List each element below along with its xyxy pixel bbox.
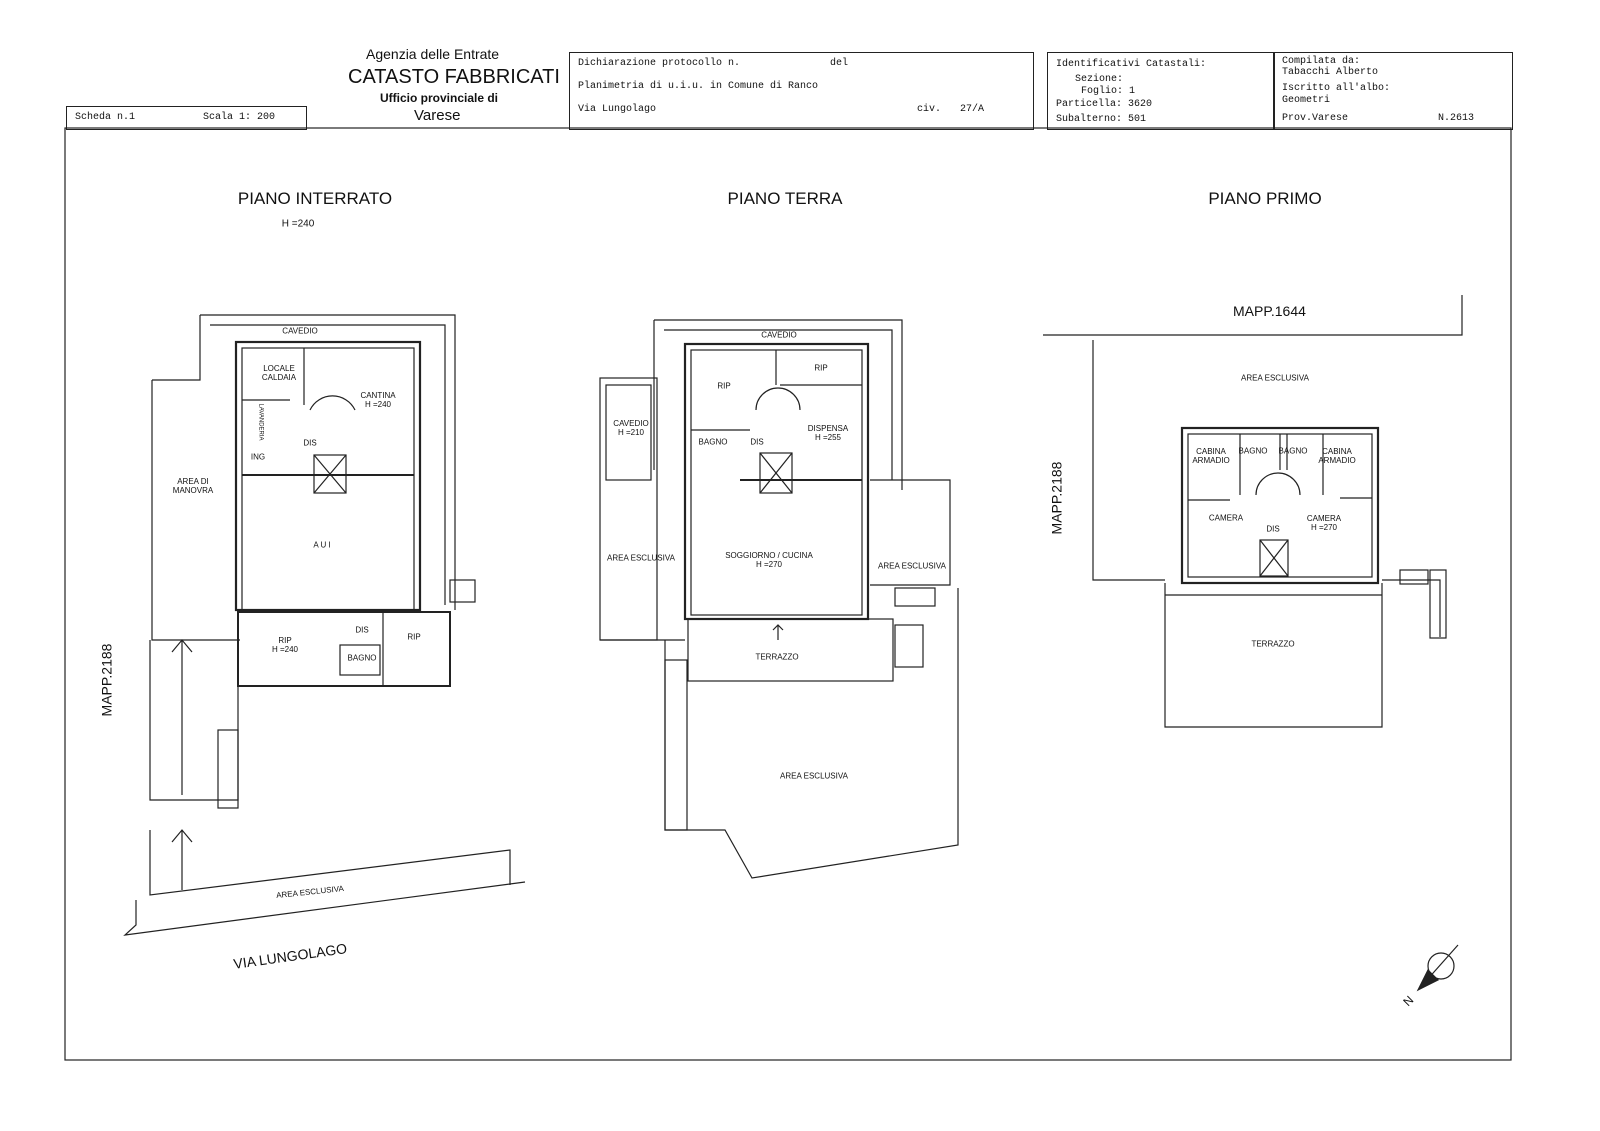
scheda-number: Scheda n.1 xyxy=(75,112,136,123)
room-label: DIS xyxy=(1266,524,1280,534)
room-label: AREA ESCLUSIVA xyxy=(607,553,675,563)
foglio: Foglio: 1 xyxy=(1081,86,1136,97)
room-label: DISPENSA H =255 xyxy=(807,424,849,442)
planimetria-label: Planimetria di u.i.u. in Comune di Ranco xyxy=(578,81,819,92)
room-label: AREA ESCLUSIVA xyxy=(878,561,946,571)
room-label: RIP xyxy=(717,381,731,391)
sezione: Sezione: xyxy=(1075,74,1124,85)
province-registry: Prov.Varese xyxy=(1282,113,1349,124)
document-title: CATASTO FABBRICATI xyxy=(348,66,560,88)
room-label: LOCALE CALDAIA xyxy=(261,364,297,382)
agency-name: Agenzia delle Entrate xyxy=(366,46,500,62)
room-label: DIS xyxy=(303,438,317,448)
province-label: Varese xyxy=(414,107,461,124)
plan-interrato xyxy=(123,314,526,936)
room-label: DIS xyxy=(355,625,369,635)
plan-terra xyxy=(599,319,959,879)
room-label: AREA ESCLUSIVA xyxy=(780,771,848,781)
room-label: SOGGIORNO / CUCINA H =270 xyxy=(725,551,813,569)
subalterno: Subalterno: 501 xyxy=(1056,114,1147,125)
mapp-label-interrato: MAPP.2188 xyxy=(98,643,115,717)
room-label: BAGNO xyxy=(1278,446,1308,456)
registry-number: N.2613 xyxy=(1438,113,1475,124)
declaration-date-label: del xyxy=(830,58,849,69)
sheet-border xyxy=(64,127,1512,1061)
declaration-protocol: Dichiarazione protocollo n. xyxy=(578,58,741,69)
plan-title-primo: PIANO PRIMO xyxy=(1208,189,1322,208)
room-label: ING xyxy=(250,452,266,462)
north-arrow-icon xyxy=(1416,944,1459,992)
room-label: CABINA ARMADIO xyxy=(1192,447,1230,465)
room-label: AREA ESCLUSIVA xyxy=(1241,373,1309,383)
civic-label: civ. xyxy=(917,104,942,115)
office-label: Ufficio provinciale di xyxy=(380,91,499,105)
scheda-box: Scheda n.1 Scala 1: 200 xyxy=(66,106,307,130)
room-label: RIP H =240 xyxy=(271,636,299,654)
room-label: CAVEDIO xyxy=(282,326,318,336)
author-name: Tabacchi Alberto xyxy=(1282,67,1379,78)
room-label: RIP xyxy=(407,632,421,642)
room-label: TERRAZZO xyxy=(755,652,799,662)
room-label: BAGNO xyxy=(347,653,377,663)
identificativi-label: Identificativi Catastali: xyxy=(1056,59,1207,70)
room-label: BAGNO xyxy=(1238,446,1268,456)
room-label: TERRAZZO xyxy=(1251,639,1295,649)
plan-primo xyxy=(1043,295,1463,728)
room-label: A U I xyxy=(313,540,331,550)
room-label: CAVEDIO H =210 xyxy=(613,419,649,437)
mapp-label-top: MAPP.1644 xyxy=(1233,303,1306,319)
mapp-label-side: MAPP.2188 xyxy=(1048,461,1065,535)
room-label: CANTINA H =240 xyxy=(360,391,396,409)
cadastral-id-box: Identificativi Catastali: Sezione: Fogli… xyxy=(1047,52,1275,130)
civic-number: 27/A xyxy=(960,104,985,115)
room-label: LAVANDERIA xyxy=(257,403,264,441)
author-box: Compilata da: Tabacchi Alberto Iscritto … xyxy=(1273,52,1513,130)
iscritto-label: Iscritto all'albo: xyxy=(1282,83,1391,94)
room-label: CAMERA H =270 xyxy=(1306,514,1342,532)
compilata-label: Compilata da: xyxy=(1282,56,1361,67)
room-label: DIS xyxy=(750,437,764,447)
room-label: CAMERA xyxy=(1208,513,1244,523)
albo: Geometri xyxy=(1282,95,1331,106)
particella: Particella: 3620 xyxy=(1056,99,1153,110)
declaration-box: Dichiarazione protocollo n. del Planimet… xyxy=(569,52,1034,130)
interrato-height: H =240 xyxy=(281,218,315,230)
plan-title-interrato: PIANO INTERRATO xyxy=(237,189,393,208)
room-label: RIP xyxy=(814,363,828,373)
scale: Scala 1: 200 xyxy=(203,112,276,123)
plan-title-terra: PIANO TERRA xyxy=(727,189,843,208)
street-address: Via Lungolago xyxy=(578,104,657,115)
room-label: CABINA ARMADIO xyxy=(1318,447,1356,465)
room-label: BAGNO xyxy=(698,437,728,447)
room-label: CAVEDIO xyxy=(761,330,797,340)
room-label: AREA DI MANOVRA xyxy=(172,477,214,495)
